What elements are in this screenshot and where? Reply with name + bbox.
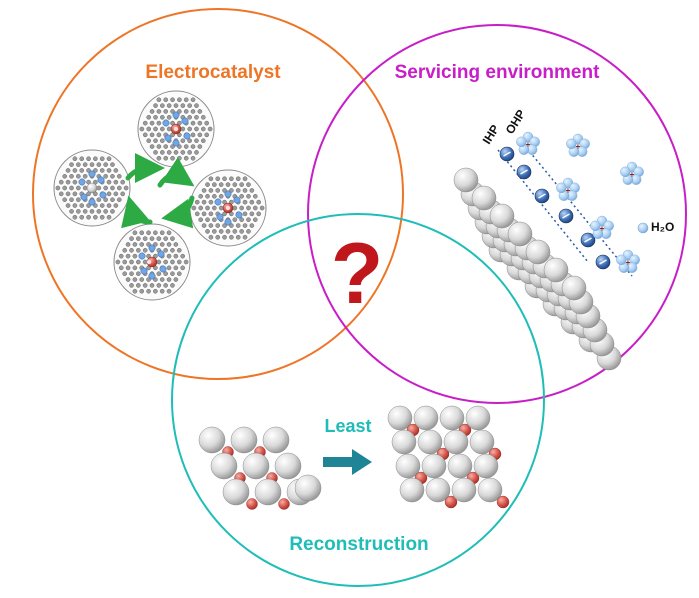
anion-layer: [499, 146, 611, 270]
ihp-label: IHP: [480, 122, 502, 146]
cycle-arrows: [121, 153, 195, 229]
water-molecule-icon: [637, 222, 649, 234]
svg-text:+: +: [600, 224, 605, 233]
reconstruction-title: Reconstruction: [289, 534, 428, 555]
h2o-label: H₂O: [651, 220, 674, 234]
electrocatalyst-circle: [32, 8, 404, 380]
svg-text:+: +: [630, 170, 635, 179]
green-arrow-bottom-left: [121, 195, 153, 229]
electrocatalyst-title: Electrocatalyst: [145, 62, 281, 83]
green-arrow-left: [125, 153, 165, 184]
ohp-line: [519, 139, 633, 277]
lattice-before: [198, 426, 322, 510]
catalyst-disc-left: [53, 149, 131, 227]
electrode-slab: [453, 167, 622, 371]
servicing-circle: [307, 24, 687, 404]
ohp-label: OHP: [503, 107, 529, 136]
solvated-cations: + + + + + +: [516, 131, 644, 273]
catalyst-disc-bottom: [113, 223, 191, 301]
catalyst-disc-top: [137, 90, 215, 168]
double-layer: [497, 139, 633, 277]
svg-text:+: +: [576, 142, 581, 151]
ihp-line: [497, 149, 589, 263]
svg-text:+: +: [566, 186, 571, 195]
svg-text:+: +: [526, 140, 531, 149]
question-mark: ?: [331, 226, 384, 322]
green-arrow-right: [161, 195, 195, 229]
green-arrow-top-right: [157, 157, 195, 188]
lattice-after: [387, 405, 510, 509]
catalyst-disc-right: [189, 169, 267, 247]
reconstruction-circle: [171, 213, 545, 587]
svg-text:+: +: [626, 258, 631, 267]
least-label: Least: [324, 416, 371, 436]
servicing-title: Servicing environment: [395, 62, 601, 83]
reconstruction-arrow: [323, 449, 372, 475]
